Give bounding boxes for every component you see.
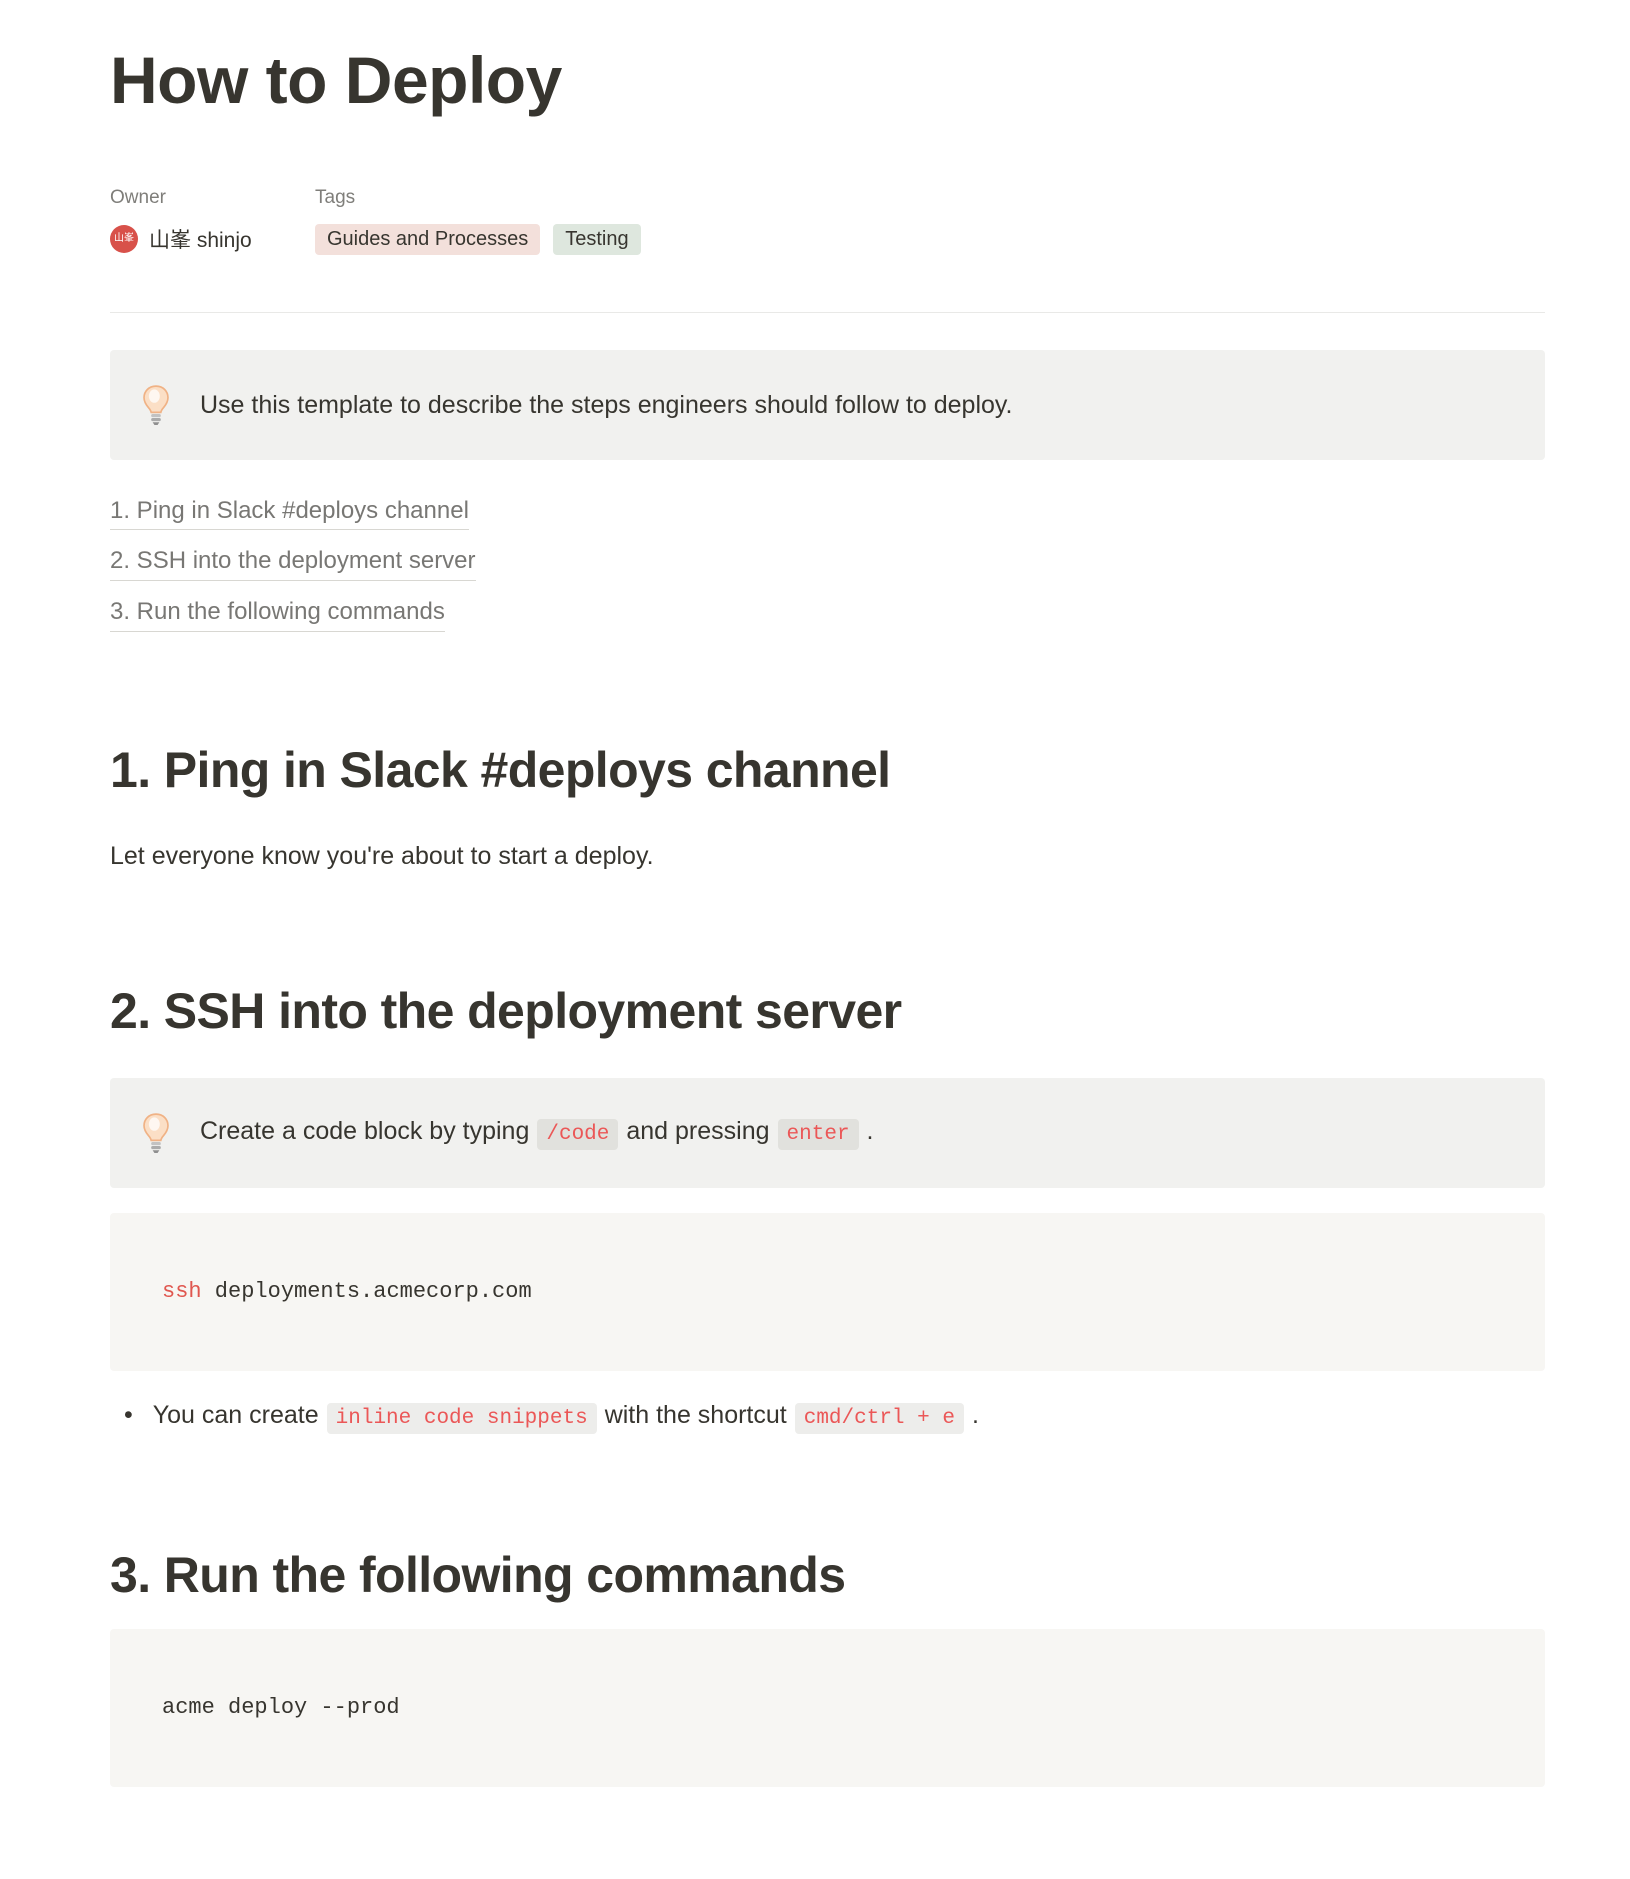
inline-code-enter: enter [777,1118,859,1150]
divider [110,311,1545,313]
section-heading-ssh-server: 2. SSH into the deployment server [110,983,902,1040]
code-token-command: ssh [162,1278,202,1304]
owner-person-chip[interactable]: 山峯 山峯 shinjo [110,224,252,254]
tags-property: Tags Guides and Processes Testing [315,187,641,255]
paragraph-ping-slack: Let everyone know you're about to start … [110,842,654,871]
notion-page: How to Deploy Owner 山峯 山峯 shinjo Tags Gu… [110,43,1545,1788]
inline-code-shortcut: cmd/ctrl + e [794,1402,964,1434]
owner-property: Owner 山峯 山峯 shinjo [110,187,315,255]
owner-avatar: 山峯 [110,224,138,253]
inline-code-slash-code: /code [537,1118,619,1150]
code-line: ssh deployments.acmecorp.com [162,1279,532,1304]
page-title: How to Deploy [110,43,562,117]
owner-property-label: Owner [110,186,166,208]
toc-link-ping-slack[interactable]: 1. Ping in Slack #deploys channel [110,497,469,531]
code-block-ssh: ssh deployments.acmecorp.com [110,1212,1545,1371]
toc-link-run-commands[interactable]: 3. Run the following commands [110,598,445,632]
tag-row: Guides and Processes Testing [315,223,641,255]
callout-text-segment: . [866,1116,874,1145]
tags-property-label: Tags [315,186,356,208]
code-line: acme deploy --prod [162,1695,400,1721]
section-heading-run-commands: 3. Run the following commands [110,1546,846,1603]
callout-text-segment: and pressing [626,1116,770,1145]
callout-text-segment: Create a code block by typing [200,1116,530,1145]
owner-name: 山峯 shinjo [149,228,252,252]
bullet-text-segment: . [971,1400,979,1429]
section-heading-ping-slack: 1. Ping in Slack #deploys channel [110,741,891,798]
bullet-icon: • [124,1400,133,1429]
inline-code-snippets: inline code snippets [326,1402,597,1434]
bullet-text-segment: with the shortcut [604,1400,787,1429]
owner-avatar-text: 山峯 [114,232,134,244]
toc-link-ssh-server[interactable]: 2. SSH into the deployment server [110,547,476,582]
tag-guides-and-processes[interactable]: Guides and Processes [315,223,541,255]
lightbulb-icon [140,384,172,426]
table-of-contents: 1. Ping in Slack #deploys channel 2. SSH… [110,497,1545,632]
callout-template-tip: Use this template to describe the steps … [110,349,1545,460]
code-token-args: deployments.acmecorp.com [201,1278,532,1304]
tag-testing[interactable]: Testing [553,223,641,255]
callout-text: Use this template to describe the steps … [200,390,1013,419]
lightbulb-icon [140,1112,172,1154]
code-block-deploy: acme deploy --prod [110,1629,1545,1788]
bullet-text-segment: You can create [152,1400,319,1429]
properties-panel: Owner 山峯 山峯 shinjo Tags Guides and Proce… [110,187,1545,255]
